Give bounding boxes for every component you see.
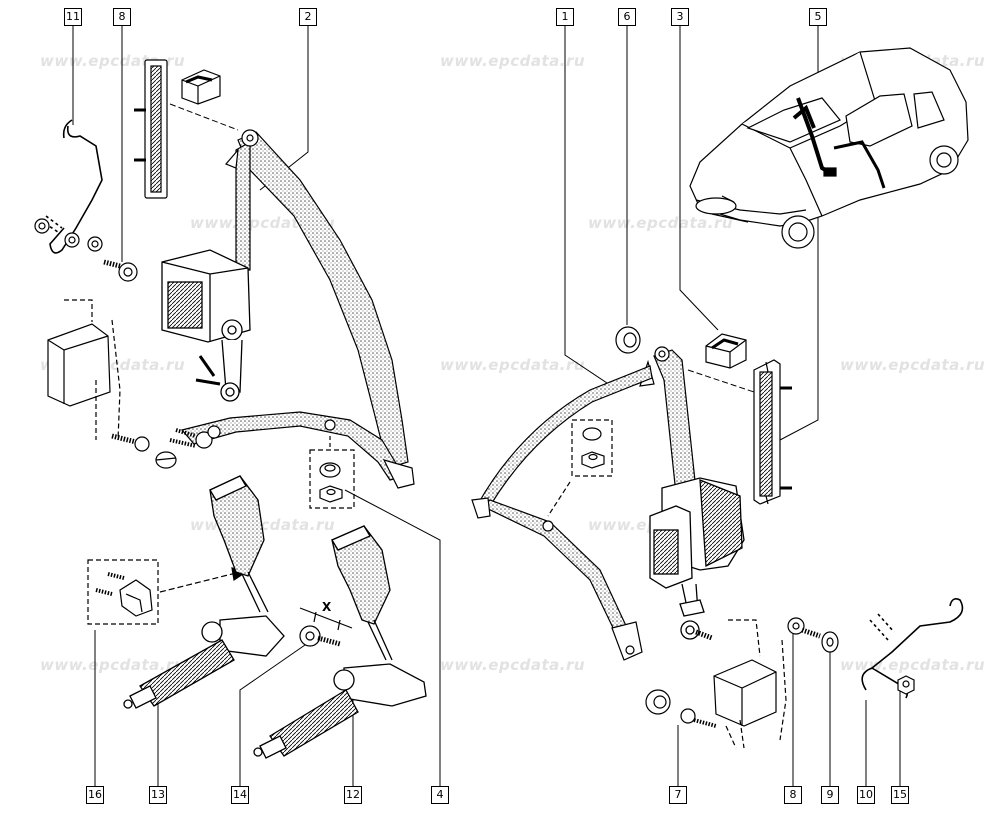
pillar-trim-left	[47, 299, 121, 441]
clip-box-left	[87, 559, 248, 625]
dimension-x-label: X	[322, 600, 332, 614]
callout-4: 4	[431, 786, 449, 804]
callout-16: 16	[86, 786, 104, 804]
callout-8: 8	[113, 8, 131, 26]
adjuster-cover-right	[705, 333, 747, 369]
washer-nut-box-right	[547, 419, 613, 517]
height-adjuster-rail-left	[134, 59, 168, 199]
callout-15: 15	[891, 786, 909, 804]
callout-12: 12	[344, 786, 362, 804]
callout-9: 9	[821, 786, 839, 804]
bolt-14	[299, 607, 353, 647]
retractor-left	[161, 249, 251, 402]
bolt-cap-left	[111, 433, 177, 469]
watermark: www.epcdata.ru	[440, 52, 586, 70]
guide-ring-7-bolt	[645, 689, 717, 728]
watermark: www.epcdata.ru	[440, 356, 586, 374]
watermark: www.epcdata.ru	[440, 656, 586, 674]
callout-13: 13	[149, 786, 167, 804]
bolt-8-bottom	[787, 617, 821, 639]
callout-8: 8	[784, 786, 802, 804]
bolt-8-top	[103, 259, 138, 282]
belt-webbing-left	[224, 129, 409, 469]
retractor-right	[649, 477, 745, 641]
callout-10: 10	[857, 786, 875, 804]
adjuster-cover-left	[181, 69, 221, 105]
watermark: www.epcdata.ru	[588, 214, 734, 232]
washer-9	[821, 631, 839, 653]
watermark: www.epcdata.ru	[40, 656, 186, 674]
washer-nut-left	[34, 218, 103, 252]
lap-webbing-left	[169, 411, 415, 489]
watermark: www.epcdata.ru	[840, 656, 986, 674]
callout-5: 5	[809, 8, 827, 26]
washer-nut-box-left	[309, 436, 355, 509]
buckle-12	[253, 525, 427, 759]
callout-3: 3	[671, 8, 689, 26]
callout-11: 11	[64, 8, 82, 26]
callout-6: 6	[618, 8, 636, 26]
car-illustration	[689, 47, 969, 249]
buckle-13	[123, 475, 285, 709]
pillar-trim-right	[713, 619, 787, 749]
guide-ring-6	[615, 326, 641, 354]
nut-15	[897, 675, 915, 695]
callout-2: 2	[299, 8, 317, 26]
callout-14: 14	[231, 786, 249, 804]
anchor-bracket-left	[39, 119, 103, 254]
belt-webbing-right	[471, 346, 697, 661]
watermark: www.epcdata.ru	[840, 356, 986, 374]
height-adjuster-rail-right	[753, 359, 792, 505]
callout-7: 7	[669, 786, 687, 804]
callout-1: 1	[556, 8, 574, 26]
